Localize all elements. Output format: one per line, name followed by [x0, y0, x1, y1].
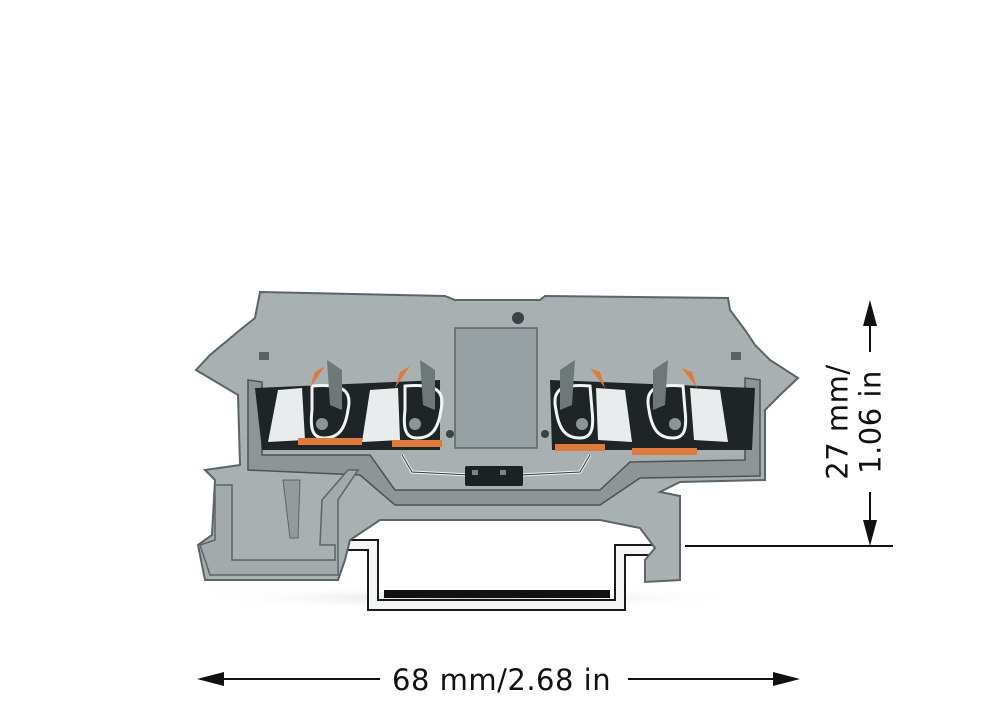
height-label-line2: 1.06 in	[854, 370, 888, 474]
din-rail	[344, 539, 656, 611]
test-hole	[512, 312, 524, 324]
spring-clamp-2	[362, 360, 444, 447]
height-dimension-line	[685, 300, 893, 547]
width-dimension-label: 68 mm/2.68 in	[384, 666, 620, 695]
marker-window	[454, 327, 538, 449]
width-dimension-line	[197, 672, 800, 686]
height-dimension-label: 27 mm/ 1.06 in	[820, 364, 889, 480]
spring-clamp-3	[553, 360, 632, 451]
spring-clamp-4	[632, 360, 728, 455]
diode	[400, 454, 592, 486]
housing	[194, 290, 800, 584]
height-label-line1: 27 mm/	[820, 364, 855, 480]
spring-clamp-1	[268, 360, 362, 445]
